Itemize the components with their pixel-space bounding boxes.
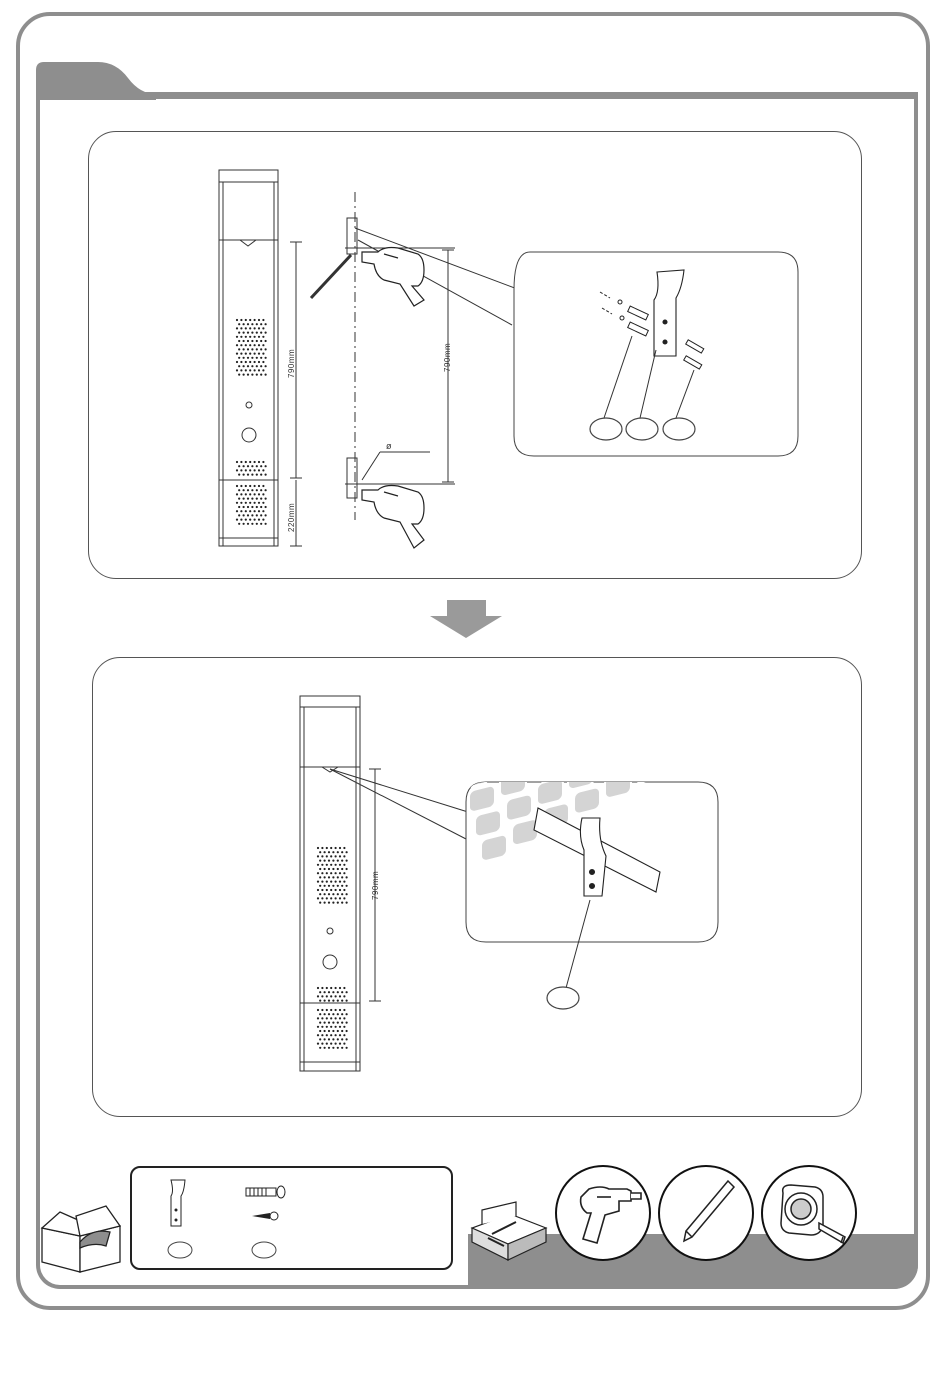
qty-circle [166,1240,196,1260]
parts-list [130,1166,453,1270]
drill-tool [555,1165,651,1261]
speaker-perforation [317,847,348,1049]
height-dimension [330,769,468,1001]
pencil-icon [660,1167,752,1259]
cabinet-front-view [300,696,360,1071]
qty-circle [250,1240,280,1260]
box-icon [36,1198,122,1274]
pencil-tool [658,1165,754,1261]
wall-plug-icon [244,1184,288,1200]
toolbox-icon [468,1198,550,1264]
callout-circle [547,987,579,1009]
screw-icon [250,1210,280,1222]
bracket-icon [168,1178,188,1230]
tape-measure-icon [763,1167,855,1259]
drill-icon [557,1167,649,1259]
height-label-790: 790mm [371,871,380,900]
tape-measure-tool [761,1165,857,1261]
